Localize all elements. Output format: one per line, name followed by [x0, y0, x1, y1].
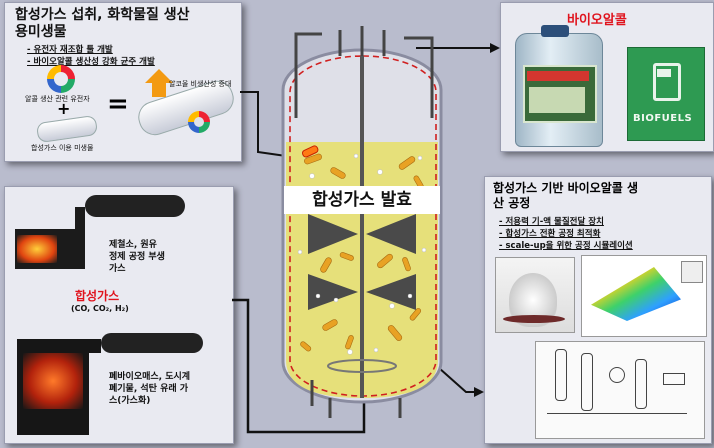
- arrow-to-process: [429, 359, 476, 393]
- arrowhead-process: [474, 387, 484, 397]
- fuel-pump-icon: [653, 63, 681, 101]
- process-bullet-3: - scale-up을 위한 공정 시뮬레이션: [499, 241, 633, 251]
- microbe-panel-title: 합성가스 섭취, 화학물질 생산 용미생물: [15, 7, 190, 40]
- microbe-bullet-1: - 유전자 재조합 툴 개발: [27, 45, 113, 55]
- process-bullet-2: - 합성가스 전환 공정 최적화: [499, 229, 601, 239]
- steel-plant-text: 제철소, 원유 정제 공정 부생 가스: [109, 240, 165, 274]
- impeller-lower: [308, 274, 358, 310]
- impeller-upper: [308, 214, 358, 254]
- gas-bubbles: [297, 153, 427, 355]
- syngas-title: 합성가스: [75, 289, 120, 303]
- reactor-label: 합성가스 발효: [312, 190, 412, 210]
- arrow-to-microbe-panel: [240, 91, 301, 159]
- equals-sign: =: [107, 89, 129, 119]
- outlet-pipe-right: [404, 36, 434, 118]
- result-label: 알코올 비생산성 증대: [169, 80, 232, 88]
- increase-arrow-icon: [145, 69, 173, 83]
- bioalcohol-panel: 바이오알콜 BIOFUELS: [500, 2, 714, 152]
- gene-label: 알콜 생산 관련 유전자: [25, 95, 90, 103]
- smoke-icon: [85, 195, 185, 217]
- waste-source-text: 폐바이오매스, 도시계 폐기물, 석탄 유래 가 스(가스화): [109, 372, 191, 406]
- arrowhead-bioalcohol: [490, 43, 500, 53]
- biofuels-label: BIOFUELS: [633, 113, 693, 124]
- process-bullet-1: - 저용력 기-액 물질전달 장치: [499, 217, 604, 227]
- microbe-panel: 합성가스 섭취, 화학물질 생산 용미생물 - 유전자 재조합 툴 개발 - 바…: [4, 2, 242, 162]
- smoke-icon-2: [101, 333, 203, 353]
- process-panel: 합성가스 기반 바이오알콜 생 산 공정 - 저용력 기-액 물질전달 장치 -…: [484, 176, 712, 444]
- bioalcohol-title: 바이오알콜: [567, 13, 627, 28]
- highlighted-microbe: [301, 145, 319, 158]
- reactor-label-bg: [284, 186, 440, 214]
- microbe-label: 합성가스 이용 미생물: [31, 144, 94, 152]
- microbe-bullet-2: - 바이오알콜 생산성 강화 균주 개발: [27, 57, 155, 67]
- biofuels-badge: [627, 47, 705, 141]
- sparger: [327, 359, 397, 373]
- process-title: 합성가스 기반 바이오알콜 생 산 공정: [493, 181, 639, 210]
- microbe-cells: [300, 153, 424, 352]
- syngas-source-panel: 제철소, 원유 정제 공정 부생 가스 합성가스 (CO, CO₂, H₂) 폐…: [4, 186, 234, 444]
- syngas-feed-line: [232, 298, 366, 434]
- inlet-pipe-left: [294, 32, 322, 118]
- process-flow-diagram: [535, 341, 705, 439]
- plus-sign: +: [57, 99, 71, 118]
- syngas-formula: (CO, CO₂, H₂): [71, 304, 129, 313]
